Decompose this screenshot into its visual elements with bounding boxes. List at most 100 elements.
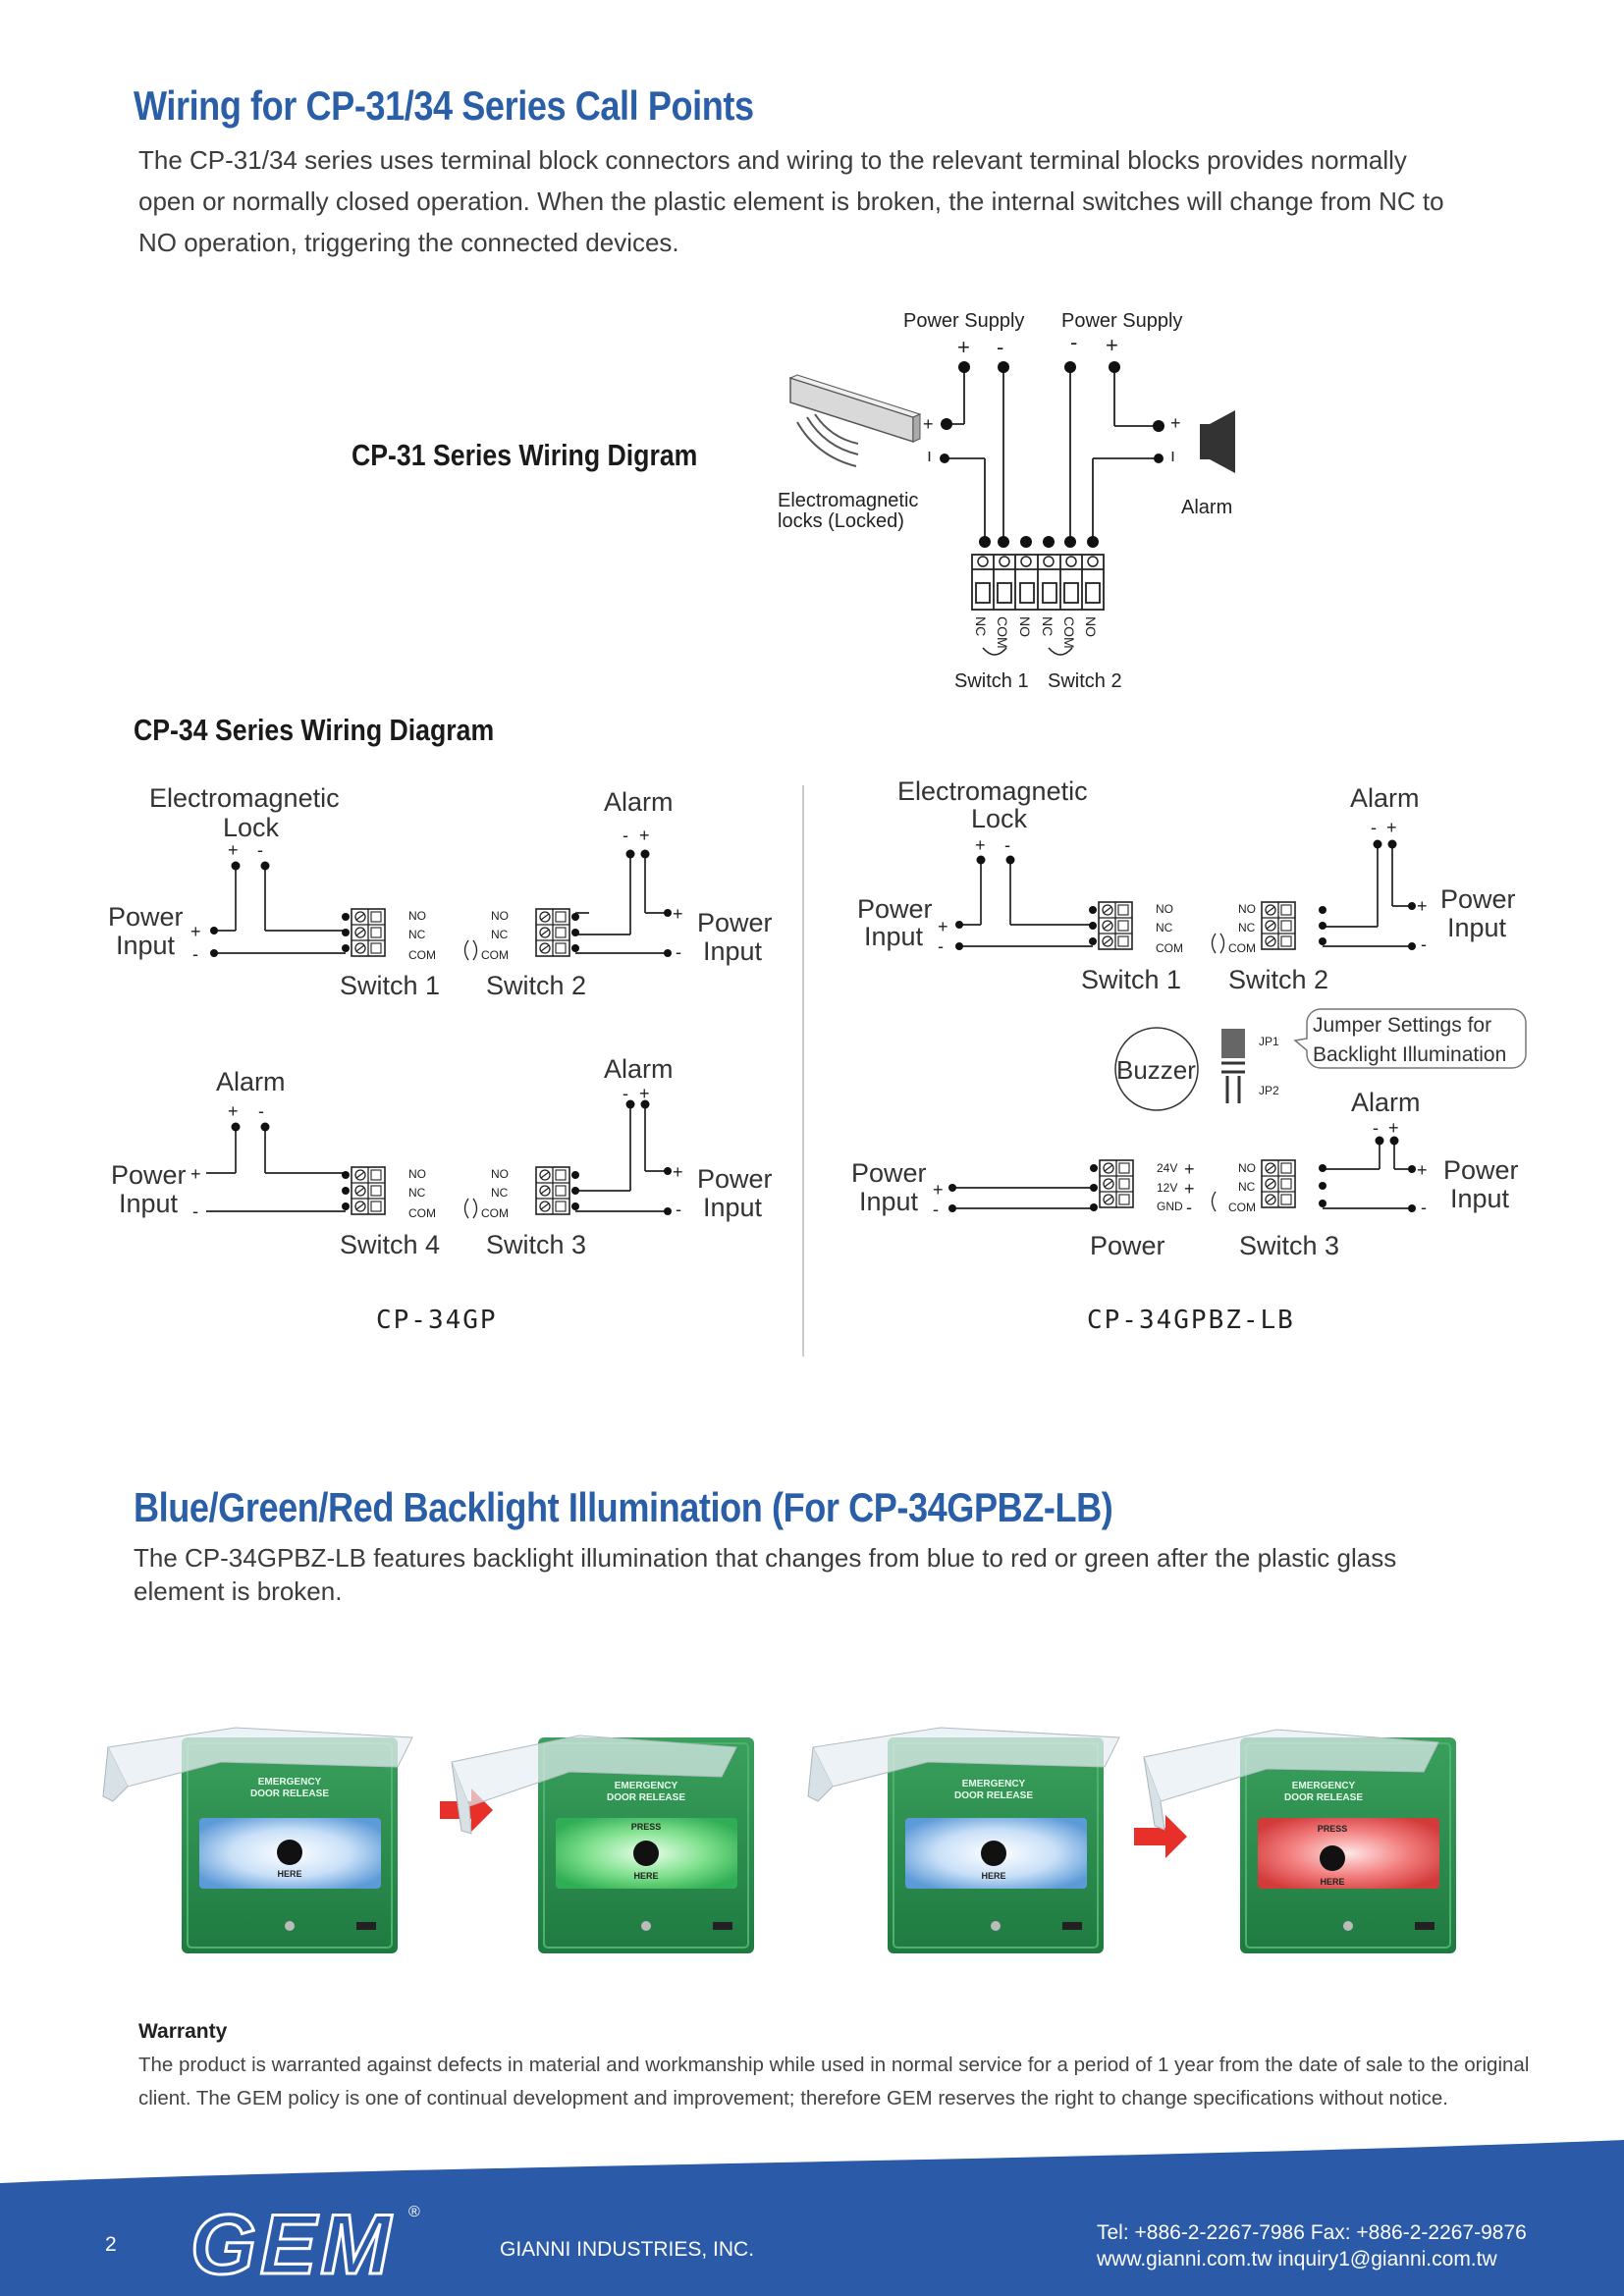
svg-text:-: - bbox=[938, 936, 944, 956]
svg-text:EMERGENCY: EMERGENCY bbox=[962, 1779, 1026, 1789]
svg-text:+: + bbox=[673, 1162, 683, 1182]
svg-text:+: + bbox=[1184, 1179, 1195, 1199]
footer-band bbox=[0, 2140, 1624, 2296]
svg-text:-: - bbox=[623, 826, 628, 845]
svg-text:COM: COM bbox=[1156, 941, 1183, 955]
svg-text:24V: 24V bbox=[1157, 1161, 1177, 1175]
svg-text:Alarm: Alarm bbox=[1351, 1088, 1421, 1117]
em-lock-label-1: Electromagnetic bbox=[778, 490, 918, 511]
svg-text:Switch 2: Switch 2 bbox=[486, 971, 586, 1000]
buzzer-icon bbox=[1114, 1027, 1199, 1111]
buzzer-label: Buzzer bbox=[1116, 1055, 1196, 1085]
alarm-label-cp31: Alarm bbox=[1181, 497, 1232, 518]
svg-text:+: + bbox=[190, 922, 201, 941]
svg-text:Input: Input bbox=[1447, 913, 1507, 942]
model-label-cp34gpbz-lb: CP-34GPBZ-LB bbox=[1087, 1306, 1295, 1335]
svg-text:COM: COM bbox=[995, 616, 1010, 649]
wiring-description: The CP-31/34 series uses terminal block … bbox=[138, 145, 1444, 257]
svg-text:NC: NC bbox=[973, 616, 989, 636]
svg-text:Switch 1: Switch 1 bbox=[340, 971, 440, 1000]
backlight-description: The CP-34GPBZ-LB features backlight illu… bbox=[134, 1543, 1397, 1606]
svg-text:-: - bbox=[257, 840, 263, 860]
svg-text:Electromagnetic: Electromagnetic bbox=[149, 783, 340, 813]
cp31-switch1-label: Switch 1 bbox=[954, 670, 1029, 692]
svg-text:Input: Input bbox=[119, 1189, 179, 1218]
svg-text:NO: NO bbox=[1156, 902, 1173, 916]
gem-logo: GEM ® bbox=[189, 2197, 421, 2284]
svg-text:EMERGENCY: EMERGENCY bbox=[615, 1781, 678, 1791]
svg-text:Power: Power bbox=[857, 894, 933, 924]
svg-text:+: + bbox=[228, 840, 239, 860]
svg-text:+: + bbox=[673, 904, 683, 924]
svg-text:Switch 3: Switch 3 bbox=[486, 1230, 586, 1259]
alarm-horn-icon bbox=[1200, 410, 1235, 473]
svg-text:Power: Power bbox=[1440, 884, 1516, 914]
em-lock-label-2: locks (Locked) bbox=[778, 510, 904, 532]
svg-text:NO: NO bbox=[1238, 902, 1256, 916]
backlight-product-photos: EMERGENCY DOOR RELEASE HERE EMERGENCY DO… bbox=[102, 1727, 1457, 1954]
svg-text:DOOR RELEASE: DOOR RELEASE bbox=[250, 1789, 329, 1799]
svg-text:ı: ı bbox=[927, 446, 932, 465]
svg-text:Switch 4: Switch 4 bbox=[340, 1230, 440, 1259]
svg-text:DOOR RELEASE: DOOR RELEASE bbox=[1284, 1792, 1363, 1803]
cp34-wiring-diagrams: Electromagnetic Lock Alarm Power Input P… bbox=[108, 776, 1527, 1357]
svg-text:12V: 12V bbox=[1157, 1181, 1177, 1195]
section-title-wiring: Wiring for CP-31/34 Series Call Points bbox=[134, 82, 754, 129]
svg-text:+: + bbox=[957, 335, 970, 359]
svg-text:Alarm: Alarm bbox=[604, 787, 674, 817]
cp31-wiring-diagram: Power Supply Power Supply + - - + Electr… bbox=[778, 310, 1235, 692]
contact-web-email: www.gianni.com.tw inquiry1@gianni.com.tw bbox=[1097, 2248, 1497, 2270]
svg-text:PRESS: PRESS bbox=[631, 1822, 662, 1832]
svg-text:Alarm: Alarm bbox=[216, 1067, 286, 1096]
svg-text:HERE: HERE bbox=[277, 1869, 301, 1879]
svg-text:®: ® bbox=[408, 2204, 420, 2220]
svg-text:NC: NC bbox=[491, 928, 509, 941]
svg-text:PRESS: PRESS bbox=[1318, 1824, 1348, 1834]
svg-text:+: + bbox=[228, 1101, 239, 1121]
page-number: 2 bbox=[105, 2233, 117, 2256]
svg-text:+: + bbox=[1184, 1159, 1195, 1179]
product-photo-red: EMERGENCY DOOR RELEASE PRESS HERE bbox=[1143, 1729, 1457, 1954]
cp31-diagram-title: CP-31 Series Wiring Digram bbox=[352, 438, 698, 472]
svg-text:HERE: HERE bbox=[633, 1871, 658, 1881]
svg-text:+: + bbox=[1386, 818, 1397, 837]
svg-text:-: - bbox=[1070, 330, 1077, 354]
svg-text:GND: GND bbox=[1157, 1200, 1183, 1213]
jumper-icon bbox=[1221, 1029, 1245, 1103]
svg-text:-: - bbox=[1373, 1118, 1379, 1138]
svg-text:-: - bbox=[1004, 835, 1010, 855]
svg-text:EMERGENCY: EMERGENCY bbox=[258, 1777, 322, 1788]
svg-text:+: + bbox=[190, 1164, 201, 1184]
svg-text:+: + bbox=[975, 835, 986, 855]
svg-text:DOOR RELEASE: DOOR RELEASE bbox=[954, 1790, 1033, 1801]
svg-text:COM: COM bbox=[408, 948, 436, 962]
svg-text:NO: NO bbox=[491, 1167, 509, 1181]
svg-text:Input: Input bbox=[703, 936, 763, 966]
svg-text:COM: COM bbox=[408, 1206, 436, 1220]
svg-text:+: + bbox=[933, 1180, 944, 1200]
svg-text:Switch 1: Switch 1 bbox=[1081, 965, 1181, 994]
svg-text:ı: ı bbox=[1170, 446, 1175, 465]
svg-text:Alarm: Alarm bbox=[604, 1054, 674, 1084]
svg-text:NO: NO bbox=[491, 909, 509, 923]
svg-text:NO: NO bbox=[1017, 616, 1033, 637]
svg-text:Power: Power bbox=[697, 908, 773, 937]
svg-text:COM: COM bbox=[1228, 941, 1256, 955]
svg-text:Power: Power bbox=[697, 1164, 773, 1194]
svg-text:-: - bbox=[1371, 818, 1377, 837]
jumper-callout bbox=[1293, 1008, 1527, 1069]
red-arrow-2 bbox=[1134, 1815, 1187, 1858]
svg-text:COM: COM bbox=[481, 1206, 509, 1220]
svg-text:Switch 3: Switch 3 bbox=[1239, 1231, 1339, 1260]
warranty-text: The product is warranted against defects… bbox=[138, 2054, 1530, 2109]
power-supply-label-1: Power Supply bbox=[903, 310, 1024, 332]
model-label-cp34gp: CP-34GP bbox=[376, 1306, 498, 1335]
cp34-diagram-title: CP-34 Series Wiring Diagram bbox=[134, 713, 495, 747]
svg-text:GEM: GEM bbox=[190, 2198, 395, 2283]
svg-text:DOOR RELEASE: DOOR RELEASE bbox=[607, 1792, 685, 1803]
svg-text:+: + bbox=[639, 1084, 650, 1103]
svg-text:COM: COM bbox=[1228, 1201, 1256, 1214]
company-name: GIANNI INDUSTRIES, INC. bbox=[500, 2238, 755, 2261]
product-photo-blue-2: EMERGENCY DOOR RELEASE HERE bbox=[807, 1727, 1120, 1954]
svg-text:-: - bbox=[1421, 934, 1427, 954]
